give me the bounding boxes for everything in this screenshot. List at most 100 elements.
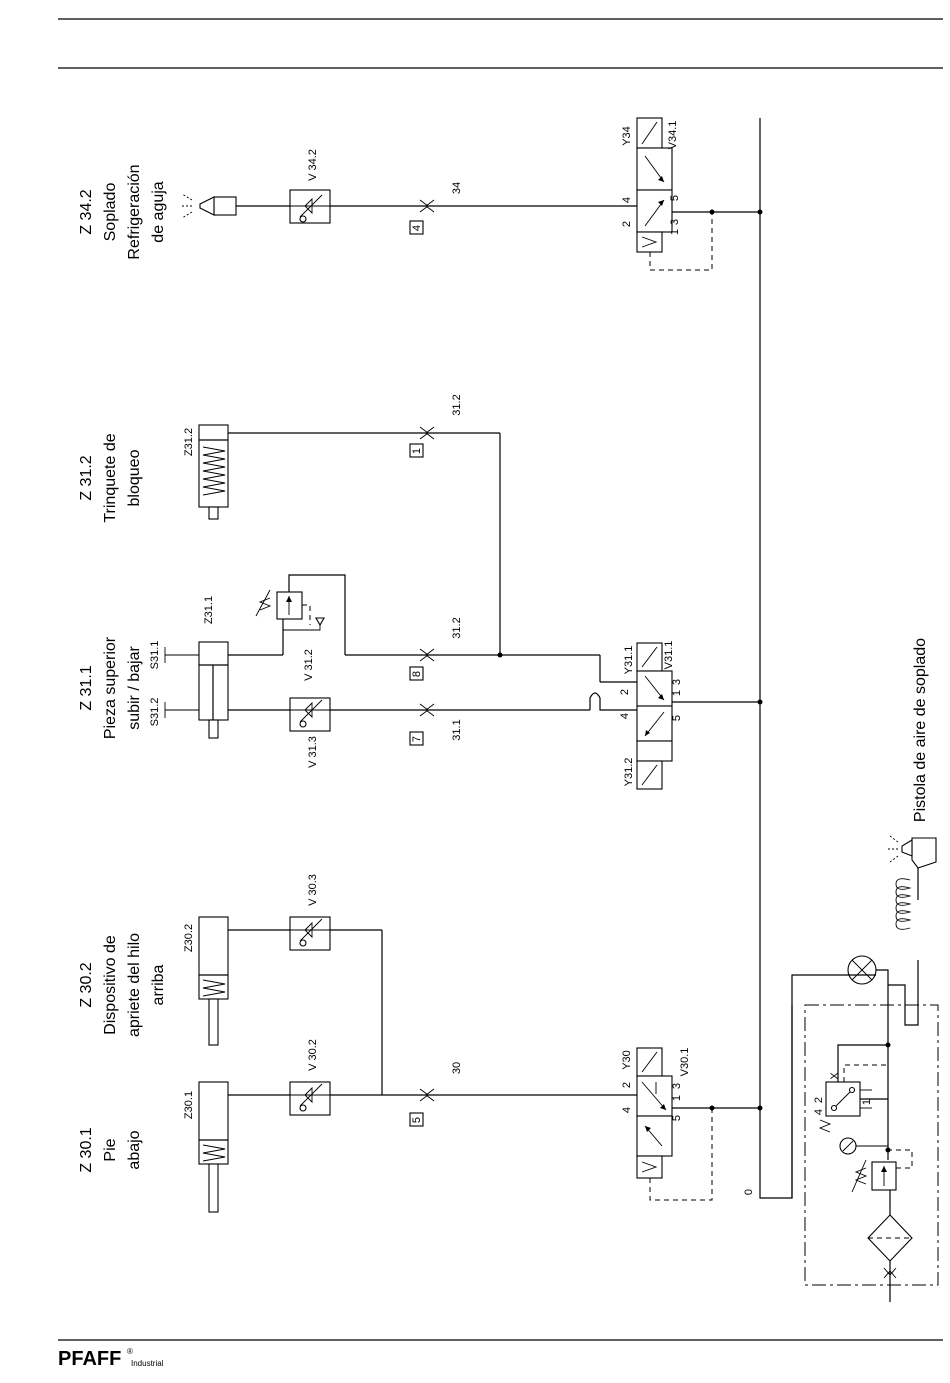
svg-text:V 31.3: V 31.3 bbox=[307, 736, 319, 768]
svg-text:Trinquete de: Trinquete de bbox=[102, 433, 119, 522]
svg-text:7: 7 bbox=[411, 736, 423, 742]
svg-text:Y30: Y30 bbox=[621, 1050, 633, 1070]
flow-valve-v30-3: V 30.3 bbox=[289, 874, 382, 951]
label-z31-2: Z 31.2 Trinquete de bloqueo bbox=[78, 433, 143, 522]
indicator-lamp bbox=[791, 955, 889, 1005]
svg-text:3: 3 bbox=[671, 679, 683, 685]
maintenance-unit: 4 2 1 X bbox=[791, 1004, 939, 1302]
svg-text:Refrigeración: Refrigeración bbox=[126, 164, 143, 259]
svg-text:0: 0 bbox=[743, 1189, 755, 1195]
svg-text:Z31.1: Z31.1 bbox=[203, 596, 215, 624]
connector-line-31-2-upper: 31.2 1 bbox=[409, 394, 463, 458]
svg-text:31.1: 31.1 bbox=[451, 719, 463, 740]
connector-line-31-2-lower: 31.2 8 bbox=[409, 617, 463, 681]
svg-text:de aguja: de aguja bbox=[150, 181, 167, 242]
svg-text:Y34: Y34 bbox=[621, 126, 633, 146]
air-gun-label: Pistola de aire de soplado bbox=[912, 638, 929, 822]
svg-text:5: 5 bbox=[671, 1115, 683, 1121]
svg-text:4: 4 bbox=[621, 1107, 633, 1113]
svg-text:V 30.3: V 30.3 bbox=[307, 874, 319, 906]
svg-text:31.2: 31.2 bbox=[451, 394, 463, 415]
svg-text:Z 30.2: Z 30.2 bbox=[78, 962, 95, 1007]
connector-line-30: 30 5 bbox=[409, 1062, 463, 1127]
solenoid-valve-v34-1: Y34 V34.1 4 2 5 3 1 bbox=[621, 117, 760, 271]
blow-nozzle-z34-2 bbox=[180, 193, 290, 219]
svg-text:Z31.2: Z31.2 bbox=[183, 428, 195, 456]
svg-text:2: 2 bbox=[621, 1082, 633, 1088]
cylinder-z31-1: S31.1 S31.2 Z31.1 bbox=[149, 596, 290, 739]
sensor-s31-2: S31.2 bbox=[149, 698, 161, 727]
svg-text:arriba: arriba bbox=[150, 964, 167, 1005]
label-z30-2: Z 30.2 Dispositivo de apriete del hilo a… bbox=[78, 933, 167, 1037]
cylinder-z30-1: Z30.1 bbox=[183, 1081, 290, 1213]
svg-text:4: 4 bbox=[813, 1109, 825, 1115]
connector-line-31-1: 31.1 7 bbox=[409, 703, 463, 746]
label-z30-1: Z 30.1 Pie abajo bbox=[78, 1127, 143, 1172]
svg-text:V 31.2: V 31.2 bbox=[303, 649, 315, 681]
supply-line-0: 0 bbox=[743, 118, 793, 1199]
svg-text:Y31.2: Y31.2 bbox=[623, 758, 635, 787]
pfaff-logo: PFAFF ® Industrial bbox=[58, 1347, 164, 1370]
svg-text:PFAFF: PFAFF bbox=[58, 1348, 121, 1370]
svg-text:1: 1 bbox=[671, 1095, 683, 1101]
svg-text:1: 1 bbox=[669, 229, 681, 235]
svg-text:4: 4 bbox=[621, 197, 633, 203]
flow-valve-v30-2: V 30.2 bbox=[289, 1039, 380, 1116]
flow-valve-v34-2: V 34.2 bbox=[289, 149, 637, 224]
label-z34-2: Z 34.2 Soplado Refrigeración de aguja bbox=[78, 164, 167, 259]
sensor-s31-1: S31.1 bbox=[149, 641, 161, 670]
svg-text:Z 31.1: Z 31.1 bbox=[78, 665, 95, 710]
svg-text:V30.1: V30.1 bbox=[679, 1048, 691, 1077]
svg-text:Dispositivo de: Dispositivo de bbox=[102, 935, 119, 1035]
svg-text:Pie: Pie bbox=[102, 1138, 119, 1161]
cylinder-z30-2: Z30.2 bbox=[183, 916, 290, 1046]
svg-text:Z 30.1: Z 30.1 bbox=[78, 1127, 95, 1172]
svg-text:1: 1 bbox=[861, 1099, 873, 1105]
air-gun bbox=[888, 835, 937, 1026]
tubing bbox=[345, 433, 637, 1096]
cylinder-z31-2: Z31.2 bbox=[183, 424, 500, 520]
svg-text:2: 2 bbox=[619, 689, 631, 695]
svg-text:1: 1 bbox=[671, 690, 683, 696]
connector-line-34: 34 4 bbox=[409, 182, 463, 235]
svg-text:V34.1: V34.1 bbox=[667, 121, 679, 150]
svg-text:Y31.1: Y31.1 bbox=[623, 646, 635, 675]
svg-text:3: 3 bbox=[669, 219, 681, 225]
svg-text:bloqueo: bloqueo bbox=[126, 449, 143, 506]
svg-text:Z30.1: Z30.1 bbox=[183, 1091, 195, 1119]
svg-text:Industrial: Industrial bbox=[131, 1359, 164, 1368]
svg-text:2: 2 bbox=[813, 1097, 825, 1103]
svg-text:3: 3 bbox=[671, 1083, 683, 1089]
relief-valve-v31-2: V 31.2 bbox=[255, 574, 346, 681]
label-z31-1: Z 31.1 Pieza superior subir / bajar bbox=[78, 636, 143, 739]
svg-text:30: 30 bbox=[451, 1062, 463, 1074]
svg-text:apriete del hilo: apriete del hilo bbox=[126, 933, 143, 1037]
solenoid-valve-v30-1: Y30 V30.1 4 2 5 1 3 bbox=[621, 1047, 760, 1201]
svg-text:abajo: abajo bbox=[126, 1130, 143, 1169]
svg-text:8: 8 bbox=[411, 671, 423, 677]
svg-text:34: 34 bbox=[451, 182, 463, 194]
svg-text:1: 1 bbox=[411, 448, 423, 454]
svg-text:V31.1: V31.1 bbox=[663, 641, 675, 670]
svg-text:X: X bbox=[829, 1072, 841, 1080]
svg-text:5: 5 bbox=[669, 195, 681, 201]
svg-text:31.2: 31.2 bbox=[451, 617, 463, 638]
svg-text:Z 31.2: Z 31.2 bbox=[78, 455, 95, 500]
solenoid-valve-v31-1: Y31.1 V31.1 Y31.2 4 2 5 1 3 bbox=[619, 641, 760, 790]
svg-text:5: 5 bbox=[411, 1117, 423, 1123]
svg-text:subir / bajar: subir / bajar bbox=[126, 646, 143, 730]
svg-text:Z30.2: Z30.2 bbox=[183, 924, 195, 952]
svg-text:4: 4 bbox=[619, 713, 631, 719]
svg-text:5: 5 bbox=[671, 715, 683, 721]
svg-text:Pieza superior: Pieza superior bbox=[102, 636, 119, 739]
svg-text:V 34.2: V 34.2 bbox=[307, 149, 319, 181]
svg-text:2: 2 bbox=[621, 221, 633, 227]
svg-text:V 30.2: V 30.2 bbox=[307, 1039, 319, 1071]
svg-text:Soplado: Soplado bbox=[102, 183, 119, 242]
svg-text:4: 4 bbox=[411, 225, 423, 231]
svg-text:Z 34.2: Z 34.2 bbox=[78, 189, 95, 234]
flow-valve-v31-3: V 31.3 bbox=[289, 697, 590, 768]
svg-text:®: ® bbox=[127, 1347, 133, 1356]
